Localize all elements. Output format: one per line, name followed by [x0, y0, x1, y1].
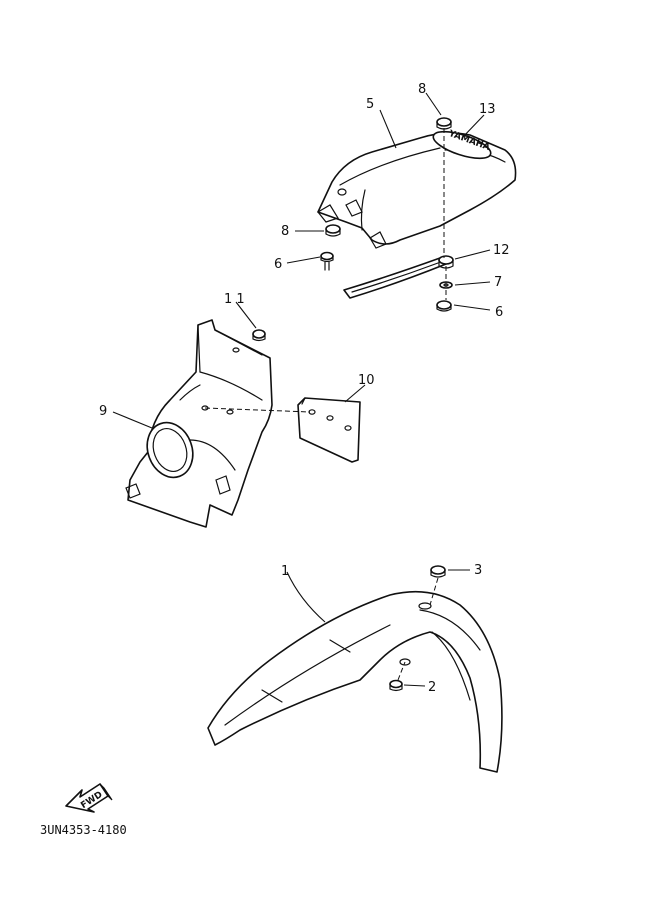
tank-cover-part: YAMAHA	[317, 129, 517, 249]
callout-9: 9	[99, 404, 107, 419]
callout-5: 6	[274, 257, 282, 272]
headlight-cover-part	[125, 319, 273, 528]
callout-3: 3	[474, 563, 482, 578]
callout-6: 6	[495, 305, 503, 320]
fender-fasteners	[389, 565, 446, 692]
callout-11: 1 1	[224, 292, 245, 307]
callout-8-top: 8	[418, 82, 426, 97]
front-fender-part	[207, 590, 503, 773]
diagram-code: 3UN4353-4180	[40, 823, 127, 837]
callout-10: 10	[358, 373, 375, 388]
fwd-arrow-icon: FWD	[65, 783, 113, 813]
callout-1: 1	[281, 564, 289, 579]
callout-4: 5	[366, 97, 374, 112]
callout-13: 13	[479, 102, 496, 117]
rubber-strap-part	[343, 257, 447, 299]
callout-2: 2	[428, 680, 436, 695]
callout-7: 7	[494, 275, 502, 290]
plate-10-part	[204, 397, 361, 463]
leader-lines	[112, 92, 491, 687]
callout-8-side: 8	[281, 224, 289, 239]
cover-fasteners	[320, 117, 454, 312]
callout-12: 12	[493, 243, 510, 258]
screw-11-part	[252, 329, 266, 342]
